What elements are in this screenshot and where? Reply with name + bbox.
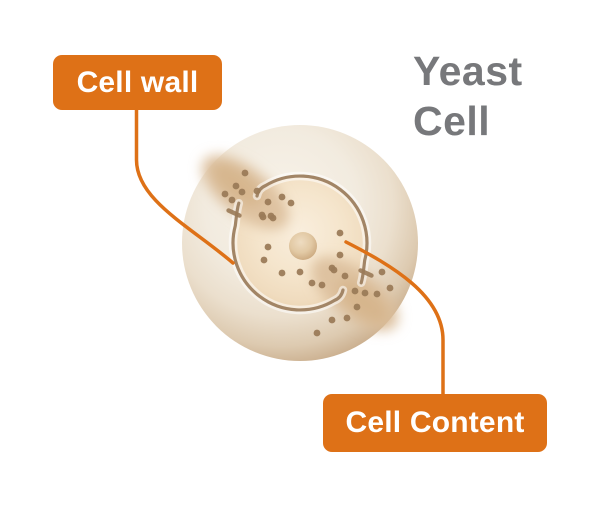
granule-dot — [318, 281, 326, 289]
diagram-title: Yeast Cell — [413, 46, 523, 146]
cell-membrane-arc — [231, 201, 345, 312]
granule-dot — [351, 287, 359, 295]
granule-dot — [328, 316, 336, 324]
granule-dot — [336, 251, 344, 259]
granule-dot — [267, 212, 275, 220]
nucleus — [289, 232, 317, 260]
granule-dot — [238, 188, 246, 196]
granule-dot — [330, 266, 338, 274]
granule-dot — [373, 290, 381, 298]
granule-dot — [313, 329, 321, 337]
granule-dot — [341, 272, 349, 280]
granule-dot — [241, 169, 249, 177]
granule-dot — [260, 256, 268, 264]
granule-dot — [264, 243, 272, 251]
granule-dots — [221, 169, 394, 337]
granule-dot — [221, 190, 229, 198]
granule-dot — [336, 229, 344, 237]
granule-dot — [386, 284, 394, 292]
title-line-1: Yeast — [413, 48, 523, 94]
granule-dot — [232, 182, 240, 190]
cytoplasm-blob — [337, 280, 389, 324]
granule-dot — [278, 193, 286, 201]
granule-dot — [287, 199, 295, 207]
granule-dot — [361, 289, 369, 297]
label-cell-content: Cell Content — [323, 394, 547, 452]
granule-dot — [353, 303, 361, 311]
callout-line-cell-content — [344, 240, 445, 396]
granule-dot — [296, 268, 304, 276]
label-cell-wall: Cell wall — [53, 55, 222, 110]
callout-line-cell-wall — [134, 108, 235, 265]
granule-dot — [228, 196, 236, 204]
granule-dot — [378, 268, 386, 276]
granule-dot — [278, 269, 286, 277]
granule-dot — [258, 211, 266, 219]
granule-dot — [264, 198, 272, 206]
granule-dot — [253, 187, 261, 195]
granule-grain — [226, 208, 242, 218]
title-line-2: Cell — [413, 98, 491, 144]
granule-dot — [308, 279, 316, 287]
granule-grain — [358, 268, 374, 278]
cell-membrane-arc — [255, 174, 369, 285]
granule-dot — [343, 314, 351, 322]
